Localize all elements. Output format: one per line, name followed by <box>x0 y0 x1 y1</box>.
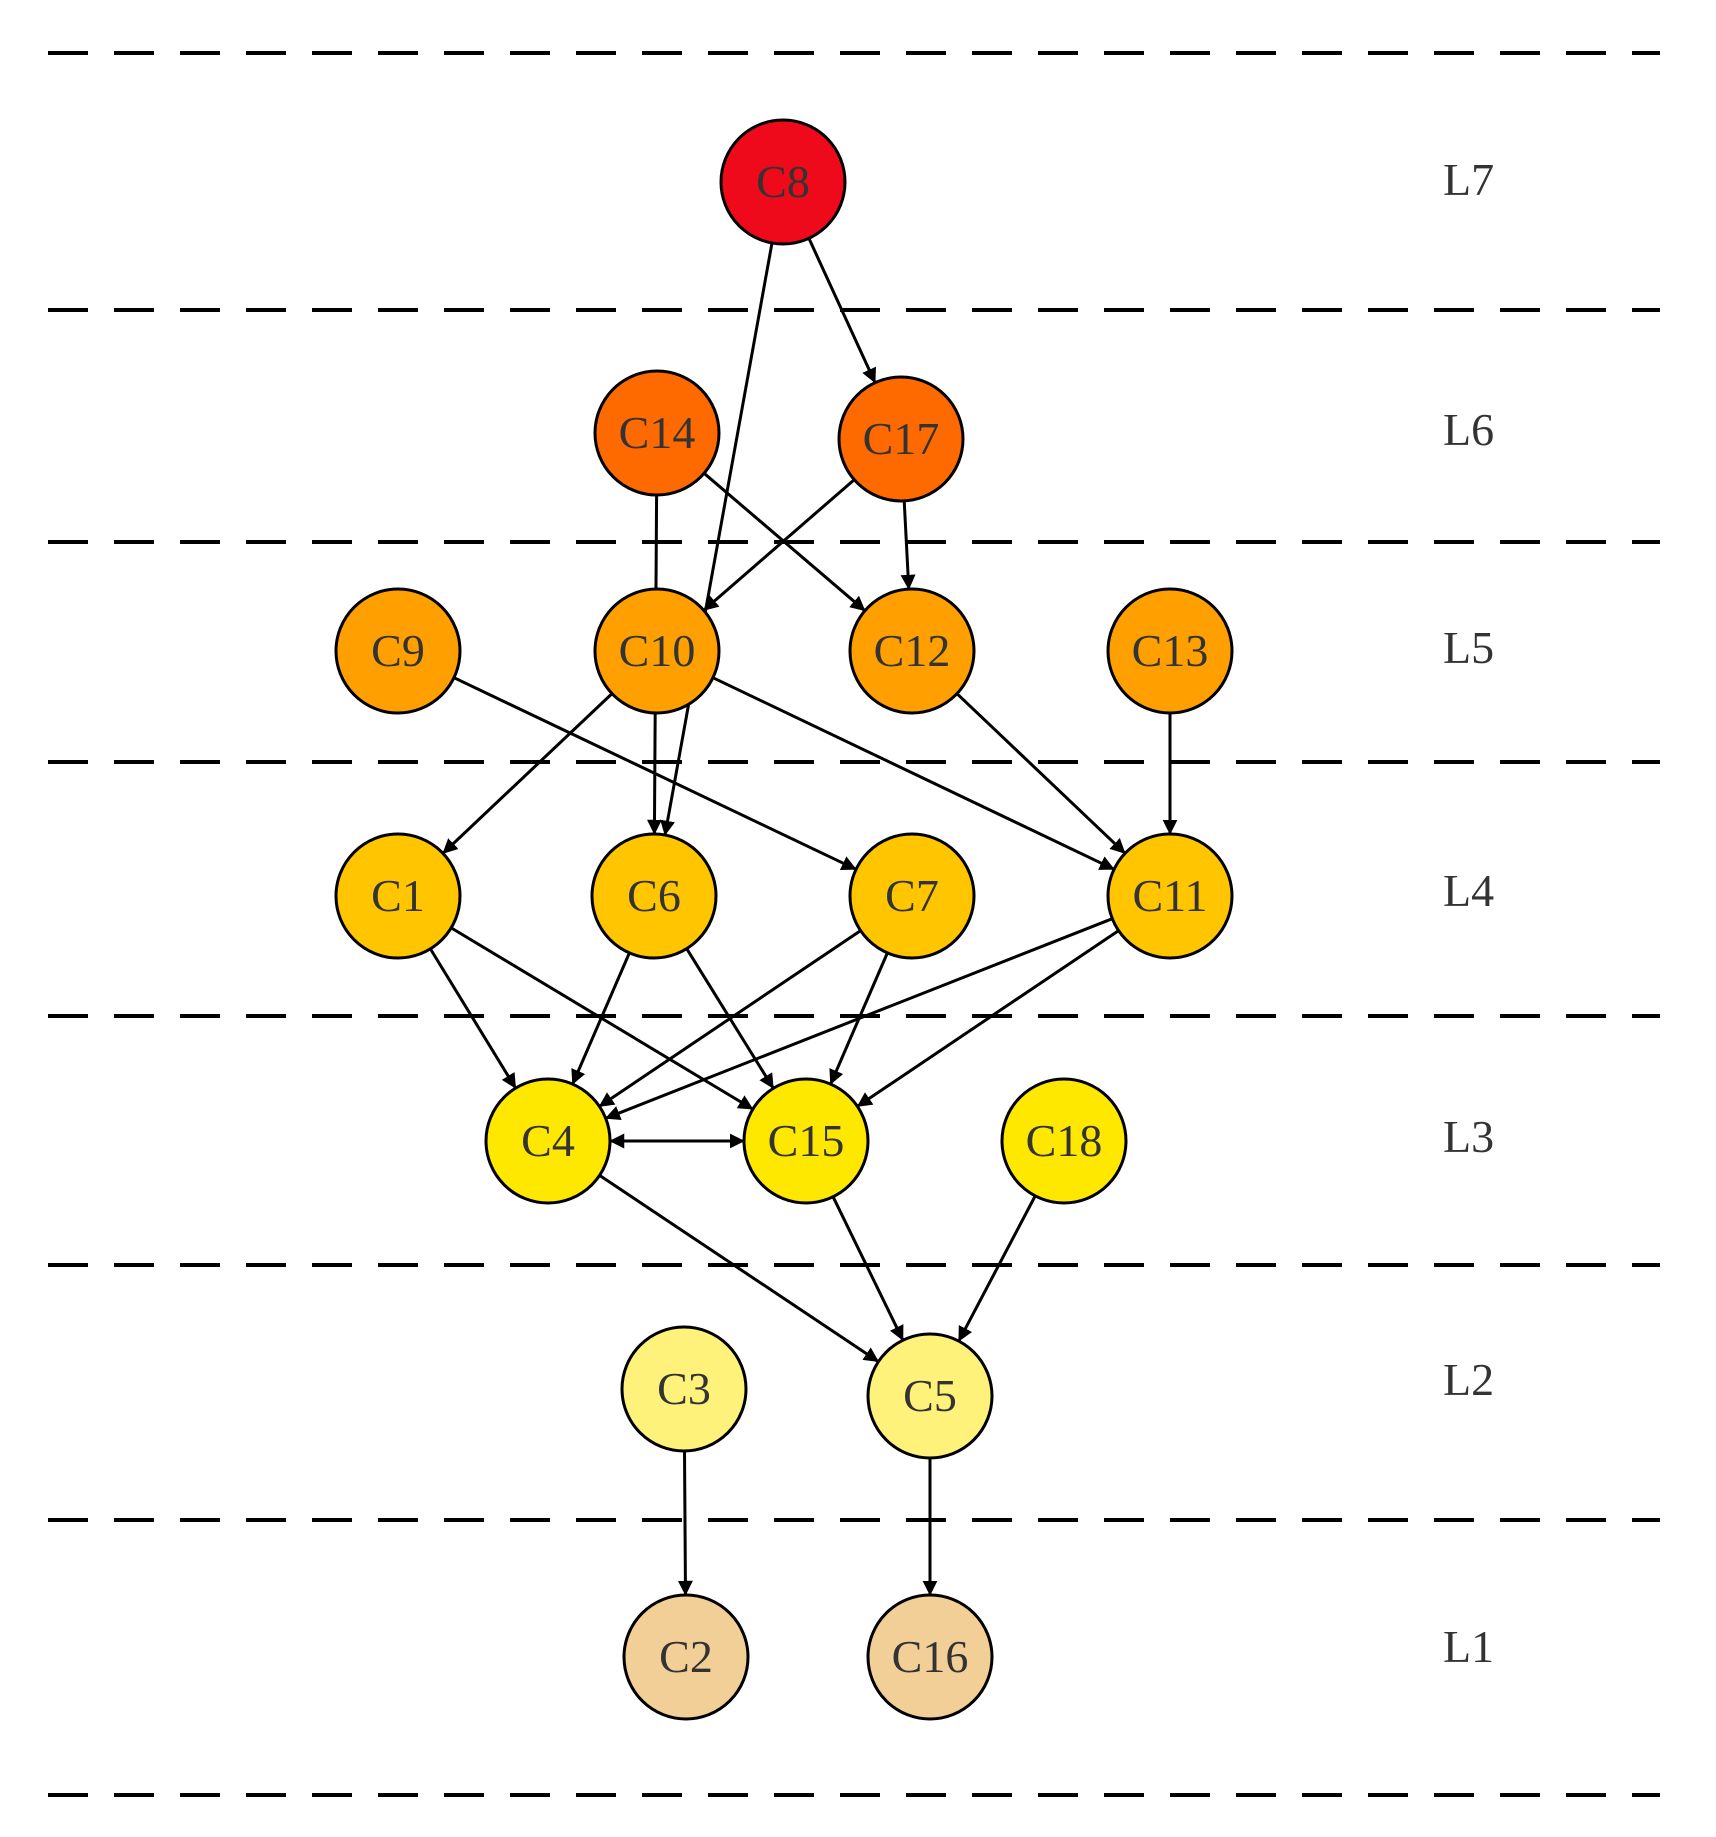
node-label: C9 <box>371 625 425 676</box>
level-label-L2: L2 <box>1443 1354 1494 1405</box>
edge-c8-to-c6-arrow <box>660 242 774 836</box>
node-label: C17 <box>863 413 940 464</box>
node-circle <box>1106 832 1234 960</box>
node-label: C7 <box>885 870 939 921</box>
node-c1: C1 <box>334 832 462 960</box>
node-c11: C11 <box>1106 832 1234 960</box>
edge-c3-to-c2-arrow <box>677 1450 693 1596</box>
node-circle <box>866 1593 994 1721</box>
edge-c8-to-c17-arrow <box>807 237 877 384</box>
node-circle <box>742 1077 870 1205</box>
node-circle <box>590 832 718 960</box>
level-labels: L7 L6 L5 L4 L3 L2 L1 <box>1443 154 1494 1672</box>
node-circle <box>1106 587 1234 715</box>
level-label-L6: L6 <box>1443 404 1494 455</box>
node-circle <box>593 369 721 497</box>
node-circle <box>848 832 976 960</box>
level-label-L5: L5 <box>1443 622 1494 673</box>
node-label: C13 <box>1132 625 1209 676</box>
node-c8: C8 <box>719 118 847 246</box>
node-c12: C12 <box>848 587 976 715</box>
node-c10: C10 <box>593 587 721 715</box>
level-label-L3: L3 <box>1443 1111 1494 1162</box>
node-c17: C17 <box>837 375 965 503</box>
edge-c9-to-c7-arrow <box>453 676 857 871</box>
node-circle <box>620 1325 748 1453</box>
edge-c12-to-c11-arrow <box>955 692 1127 855</box>
node-label: C16 <box>892 1631 969 1682</box>
node-label: C4 <box>521 1115 575 1166</box>
edge-c17-to-c12-arrow <box>900 500 916 590</box>
node-circle <box>866 1332 994 1460</box>
node-label: C3 <box>657 1363 711 1414</box>
edge-c10-to-c11-arrow <box>712 676 1115 871</box>
node-circle <box>1000 1077 1128 1205</box>
node-circle <box>848 587 976 715</box>
node-circle <box>593 587 721 715</box>
node-label: C1 <box>371 870 425 921</box>
edge-c1-to-c4-arrow <box>429 948 517 1089</box>
level-dividers <box>48 51 1660 1797</box>
node-label: C18 <box>1026 1115 1103 1166</box>
node-label: C2 <box>659 1631 713 1682</box>
node-label: C5 <box>903 1370 957 1421</box>
edge-c7-to-c4-arrow <box>598 929 862 1108</box>
node-c3: C3 <box>620 1325 748 1453</box>
edge-c17-to-c10-arrow <box>702 478 856 612</box>
edge-c18-to-c5-arrow <box>957 1195 1037 1342</box>
level-label-L4: L4 <box>1443 865 1494 916</box>
level-label-L1: L1 <box>1443 1621 1494 1672</box>
node-circle <box>719 118 847 246</box>
node-c9: C9 <box>334 587 462 715</box>
node-c5: C5 <box>866 1332 994 1460</box>
node-c13: C13 <box>1106 587 1234 715</box>
level-label-L7: L7 <box>1443 154 1494 205</box>
node-label: C15 <box>768 1115 845 1166</box>
edge-c11-to-c15-arrow <box>856 929 1120 1108</box>
edge-c11-to-c4-arrow <box>605 917 1113 1121</box>
node-label: C11 <box>1133 870 1208 921</box>
edge-c6-to-c4-arrow <box>571 952 631 1085</box>
node-label: C6 <box>627 870 681 921</box>
edge-c15-to-c5-arrow <box>831 1196 905 1341</box>
node-circle <box>622 1593 750 1721</box>
node-c6: C6 <box>590 832 718 960</box>
node-c2: C2 <box>622 1593 750 1721</box>
node-c14: C14 <box>593 369 721 497</box>
edge-c4-to-c5-arrow <box>598 1174 880 1363</box>
node-c7: C7 <box>848 832 976 960</box>
node-circle <box>837 375 965 503</box>
node-label: C8 <box>756 156 810 207</box>
node-label: C14 <box>619 407 696 458</box>
edges <box>429 237 1178 1596</box>
node-label: C12 <box>874 625 951 676</box>
node-circle <box>484 1077 612 1205</box>
node-c18: C18 <box>1000 1077 1128 1205</box>
node-label: C10 <box>619 625 696 676</box>
node-c4: C4 <box>484 1077 612 1205</box>
node-circle <box>334 832 462 960</box>
node-c16: C16 <box>866 1593 994 1721</box>
node-c15: C15 <box>742 1077 870 1205</box>
node-circle <box>334 587 462 715</box>
edge-c10-to-c1-arrow <box>441 692 614 855</box>
